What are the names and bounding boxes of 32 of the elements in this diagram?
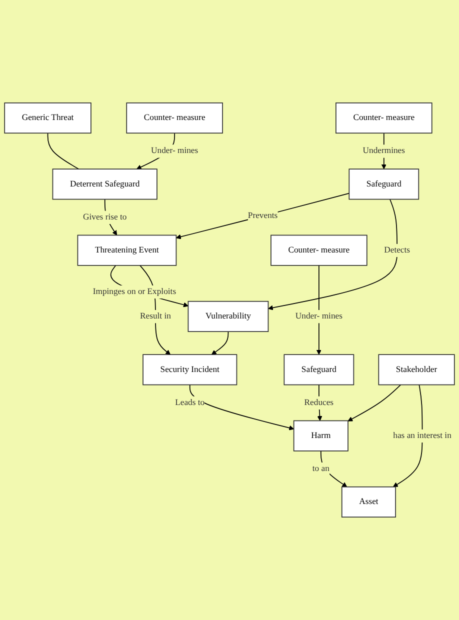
edge-label: Reduces <box>304 398 334 408</box>
arrow <box>176 192 350 240</box>
node-box: Threatening Event <box>77 234 177 266</box>
node-box: Generic Threat <box>4 102 92 134</box>
arrow <box>268 198 398 310</box>
edge-label: Under- mines <box>151 146 198 156</box>
edge-label: Gives rise to <box>83 212 127 222</box>
connector <box>47 132 80 170</box>
edge-label: Under- mines <box>295 312 342 321</box>
arrow <box>320 450 348 488</box>
edge-label: Prevents <box>248 211 278 220</box>
node-box: Safeguard <box>348 168 420 200</box>
node-box: Counter- measure <box>336 102 432 134</box>
edge-label: Leads to <box>175 398 205 408</box>
edge-label: Impinges on or Exploits <box>92 287 176 296</box>
edge-label: Undermines <box>362 146 405 156</box>
node-box: Security Incident <box>142 354 238 386</box>
node-box: Harm <box>293 420 348 452</box>
arrow <box>348 384 402 422</box>
node-box: Deterrent Safeguard <box>52 168 158 200</box>
node-box: Stakeholder <box>378 354 455 386</box>
node-box: Counter- measure <box>270 234 368 266</box>
arrow <box>189 384 294 430</box>
edge-label: has an interest in <box>393 431 452 440</box>
node-box: Counter- measure <box>126 102 223 134</box>
arrow <box>211 331 229 355</box>
node-box: Safeguard <box>284 354 354 386</box>
node-box: Vulnerability <box>188 300 269 332</box>
edge-label: to an <box>312 464 330 474</box>
edge-label: Result in <box>140 312 171 321</box>
edge-label: Detects <box>384 246 410 255</box>
node-box: Asset <box>341 486 396 518</box>
